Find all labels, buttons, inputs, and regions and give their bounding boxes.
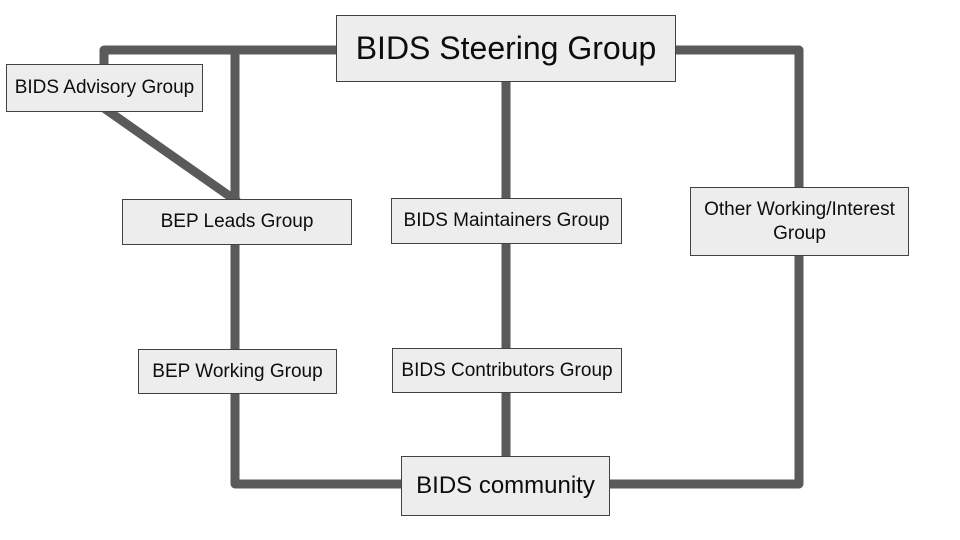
node-bep-working-group: BEP Working Group bbox=[138, 349, 337, 394]
node-label: BEP Working Group bbox=[152, 360, 323, 382]
node-bids-contributors-group: BIDS Contributors Group bbox=[392, 348, 622, 393]
node-bids-community: BIDS community bbox=[401, 456, 610, 516]
node-label: BIDS Contributors Group bbox=[401, 359, 613, 381]
node-label: BEP Leads Group bbox=[160, 211, 314, 233]
connector-main-bus bbox=[99, 45, 804, 489]
node-bids-advisory-group: BIDS Advisory Group bbox=[6, 64, 203, 112]
node-label: BIDS Maintainers Group bbox=[403, 210, 610, 232]
node-label: BIDS Steering Group bbox=[355, 29, 657, 66]
node-bids-maintainers-group: BIDS Maintainers Group bbox=[391, 198, 622, 244]
node-label: BIDS Advisory Group bbox=[14, 77, 195, 99]
node-label: Other Working/Interest Group bbox=[704, 199, 895, 244]
node-bids-steering-group: BIDS Steering Group bbox=[336, 15, 676, 82]
node-bep-leads-group: BEP Leads Group bbox=[122, 199, 352, 245]
node-label: BIDS community bbox=[416, 472, 595, 500]
node-other-working-interest-group: Other Working/Interest Group bbox=[690, 187, 909, 256]
connector-advisory-diagonal bbox=[98, 102, 241, 206]
